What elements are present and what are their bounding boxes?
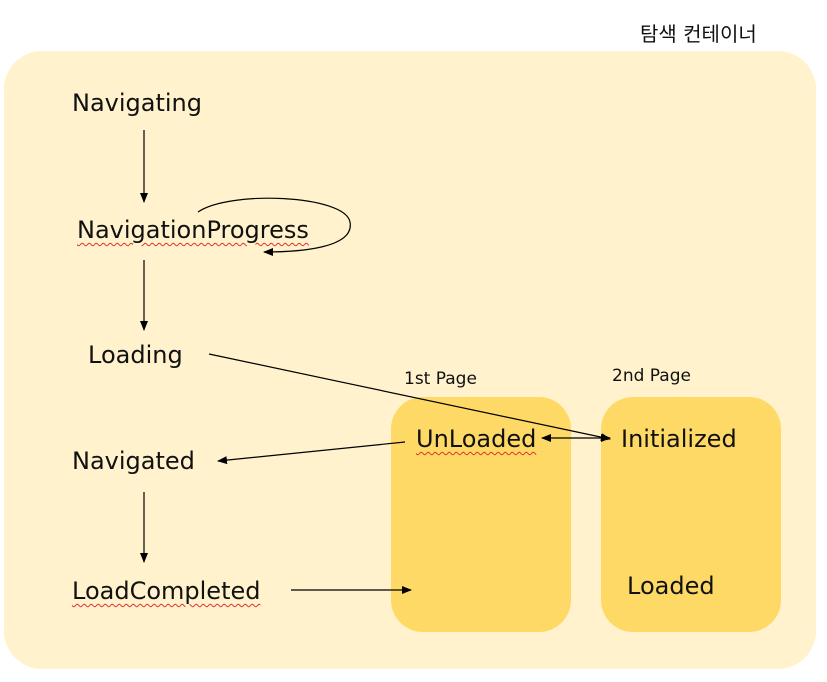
container-title: 탐색 컨테이너: [640, 22, 757, 46]
state-loading: Loading: [88, 341, 183, 369]
state-navigation-progress: NavigationProgress: [77, 216, 309, 244]
state-unloaded: UnLoaded: [416, 425, 537, 453]
state-navigated: Navigated: [72, 447, 195, 475]
arrow-loading-to-initialized: [208, 353, 611, 442]
state-load-completed: LoadCompleted: [72, 577, 261, 605]
first-page-label: 1st Page: [404, 369, 477, 389]
arrow-unloaded-to-navigated: [217, 441, 406, 465]
state-initialized: Initialized: [621, 425, 737, 453]
second-page-label: 2nd Page: [612, 366, 691, 386]
second-page-box: [601, 397, 781, 632]
arrow-progress-self-loop: [197, 197, 351, 256]
state-navigating: Navigating: [72, 89, 202, 117]
state-loaded: Loaded: [627, 572, 715, 600]
